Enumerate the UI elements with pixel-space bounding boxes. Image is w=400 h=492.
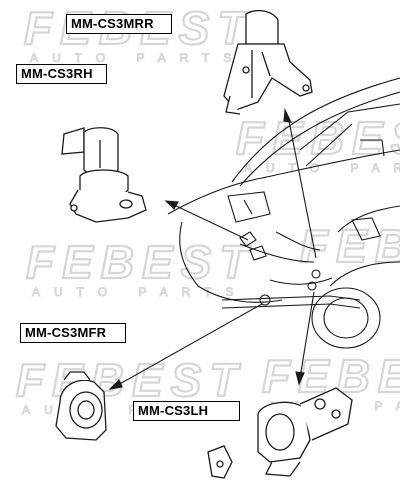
watermark-brand: FEBEST <box>26 236 255 288</box>
arrowhead-rear <box>283 108 292 123</box>
watermark-tagline: AUTO PARTS <box>30 51 245 65</box>
part-rear-mount <box>223 9 313 115</box>
watermark-brand: FEBEST <box>16 354 245 406</box>
part-label-front: MM-CS3MFR <box>20 323 126 343</box>
arrowhead-front <box>108 379 123 390</box>
watermark-6: FEBEST <box>299 219 400 273</box>
leader-arrow-left <box>299 291 315 379</box>
watermark-tagline: AUTO PARTS <box>32 285 247 299</box>
car-body-outline <box>167 77 400 349</box>
part-label-left: MM-CS3LH <box>133 401 240 421</box>
arrowhead-left <box>295 371 305 386</box>
part-left-mount <box>207 387 353 479</box>
arrowhead-right <box>164 200 179 210</box>
leader-arrow-rear <box>287 115 317 259</box>
watermark-brand: FEBEST <box>236 112 400 164</box>
part-label-rear: MM-CS3MRR <box>66 14 172 34</box>
part-label-right: MM-CS3RH <box>16 64 107 84</box>
watermark-tagline: AUTO PARTS <box>244 161 400 175</box>
leader-arrow-front <box>115 303 263 387</box>
leader-arrows <box>108 108 317 390</box>
leader-arrow-right <box>171 203 249 241</box>
watermark-brand: FEBEST <box>300 220 400 272</box>
part-front-mount <box>55 371 107 441</box>
watermark-1: FEBEST AUTO PARTS <box>23 1 247 66</box>
part-right-mount <box>61 127 147 223</box>
watermark-3: FEBEST AUTO PARTS <box>25 235 255 300</box>
